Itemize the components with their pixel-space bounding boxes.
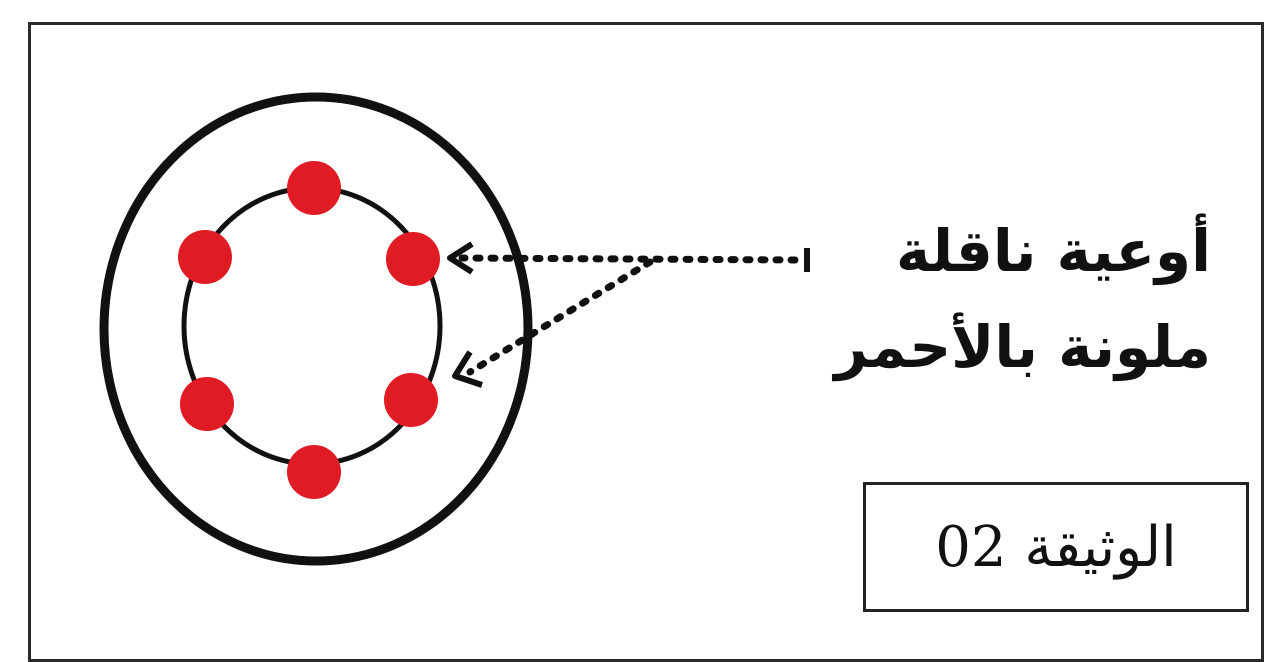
vessel-dot [180,377,234,431]
pointer-line-upper [462,258,795,260]
vessel-dot [384,373,438,427]
vessel-dot [287,445,341,499]
pointer-line-lower [470,262,650,372]
arrowhead-lower [455,352,482,385]
vessel-group [178,161,440,499]
pointer-arrows [450,244,807,385]
vessel-dot [386,232,440,286]
document-label-box: الوثيقة 02 [863,482,1249,612]
vessel-dot [178,230,232,284]
vessel-dot [287,161,341,215]
annotation-line-2: ملونة بالأحمر [834,318,1211,376]
annotation-line-1: أوعية ناقلة [896,222,1211,280]
document-label: الوثيقة 02 [935,515,1176,580]
